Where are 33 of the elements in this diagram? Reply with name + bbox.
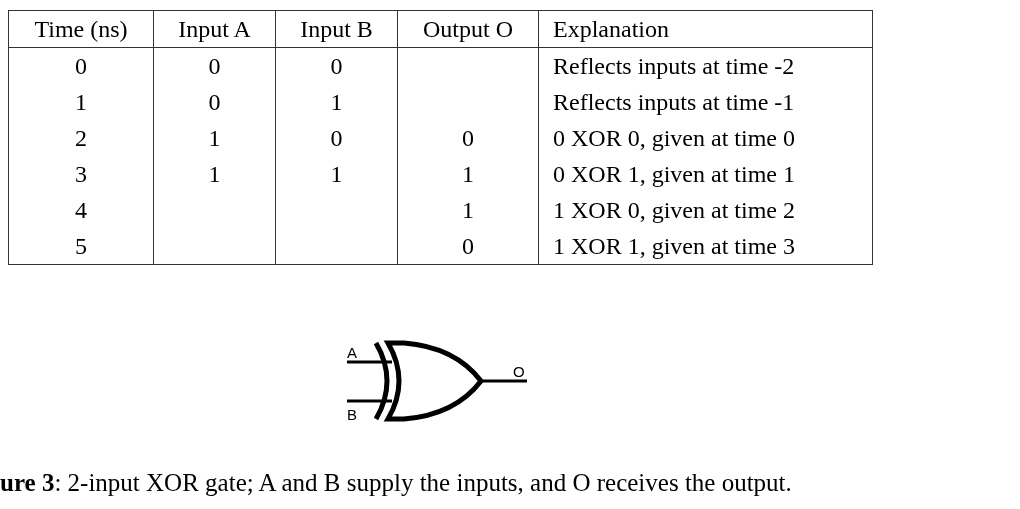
table-cell: 0 (397, 120, 539, 156)
figure-caption: ure 3: 2-input XOR gate; A and B supply the inputs, and O receives the output. (0, 469, 792, 497)
table-cell: 0 (275, 120, 398, 156)
table-cell: Reflects inputs at time -2 (538, 47, 873, 84)
table-cell: 4 (8, 192, 154, 228)
table-cell: 1 (397, 156, 539, 192)
column-header: Input B (275, 10, 398, 48)
table-cell: 2 (8, 120, 154, 156)
column-header: Time (ns) (8, 10, 154, 48)
table-cell: 0 XOR 0, given at time 0 (538, 120, 873, 156)
table-cell: 3 (8, 156, 154, 192)
table-cell: 1 (397, 192, 539, 228)
table-cell: 1 (153, 156, 276, 192)
table-cell: 1 XOR 1, given at time 3 (538, 228, 873, 265)
column-header: Input A (153, 10, 276, 48)
column-header: Explanation (538, 10, 873, 48)
pin-label: B (347, 407, 357, 422)
table-cell: Reflects inputs at time -1 (538, 84, 873, 120)
table-cell: 0 (153, 84, 276, 120)
table-cell: 0 (275, 47, 398, 84)
table-cell: 5 (8, 228, 154, 265)
table-cell: 1 (153, 120, 276, 156)
table-cell: 1 XOR 0, given at time 2 (538, 192, 873, 228)
table-cell: 1 (275, 84, 398, 120)
table-cell: 0 (397, 228, 539, 265)
pin-label: A (347, 345, 357, 360)
table-cell: 1 (275, 156, 398, 192)
table-cell: 0 XOR 1, given at time 1 (538, 156, 873, 192)
table-cell: 0 (8, 47, 154, 84)
table-cell: 0 (153, 47, 276, 84)
table-cell: 1 (8, 84, 154, 120)
pin-label: O (513, 364, 525, 379)
column-header: Output O (397, 10, 539, 48)
